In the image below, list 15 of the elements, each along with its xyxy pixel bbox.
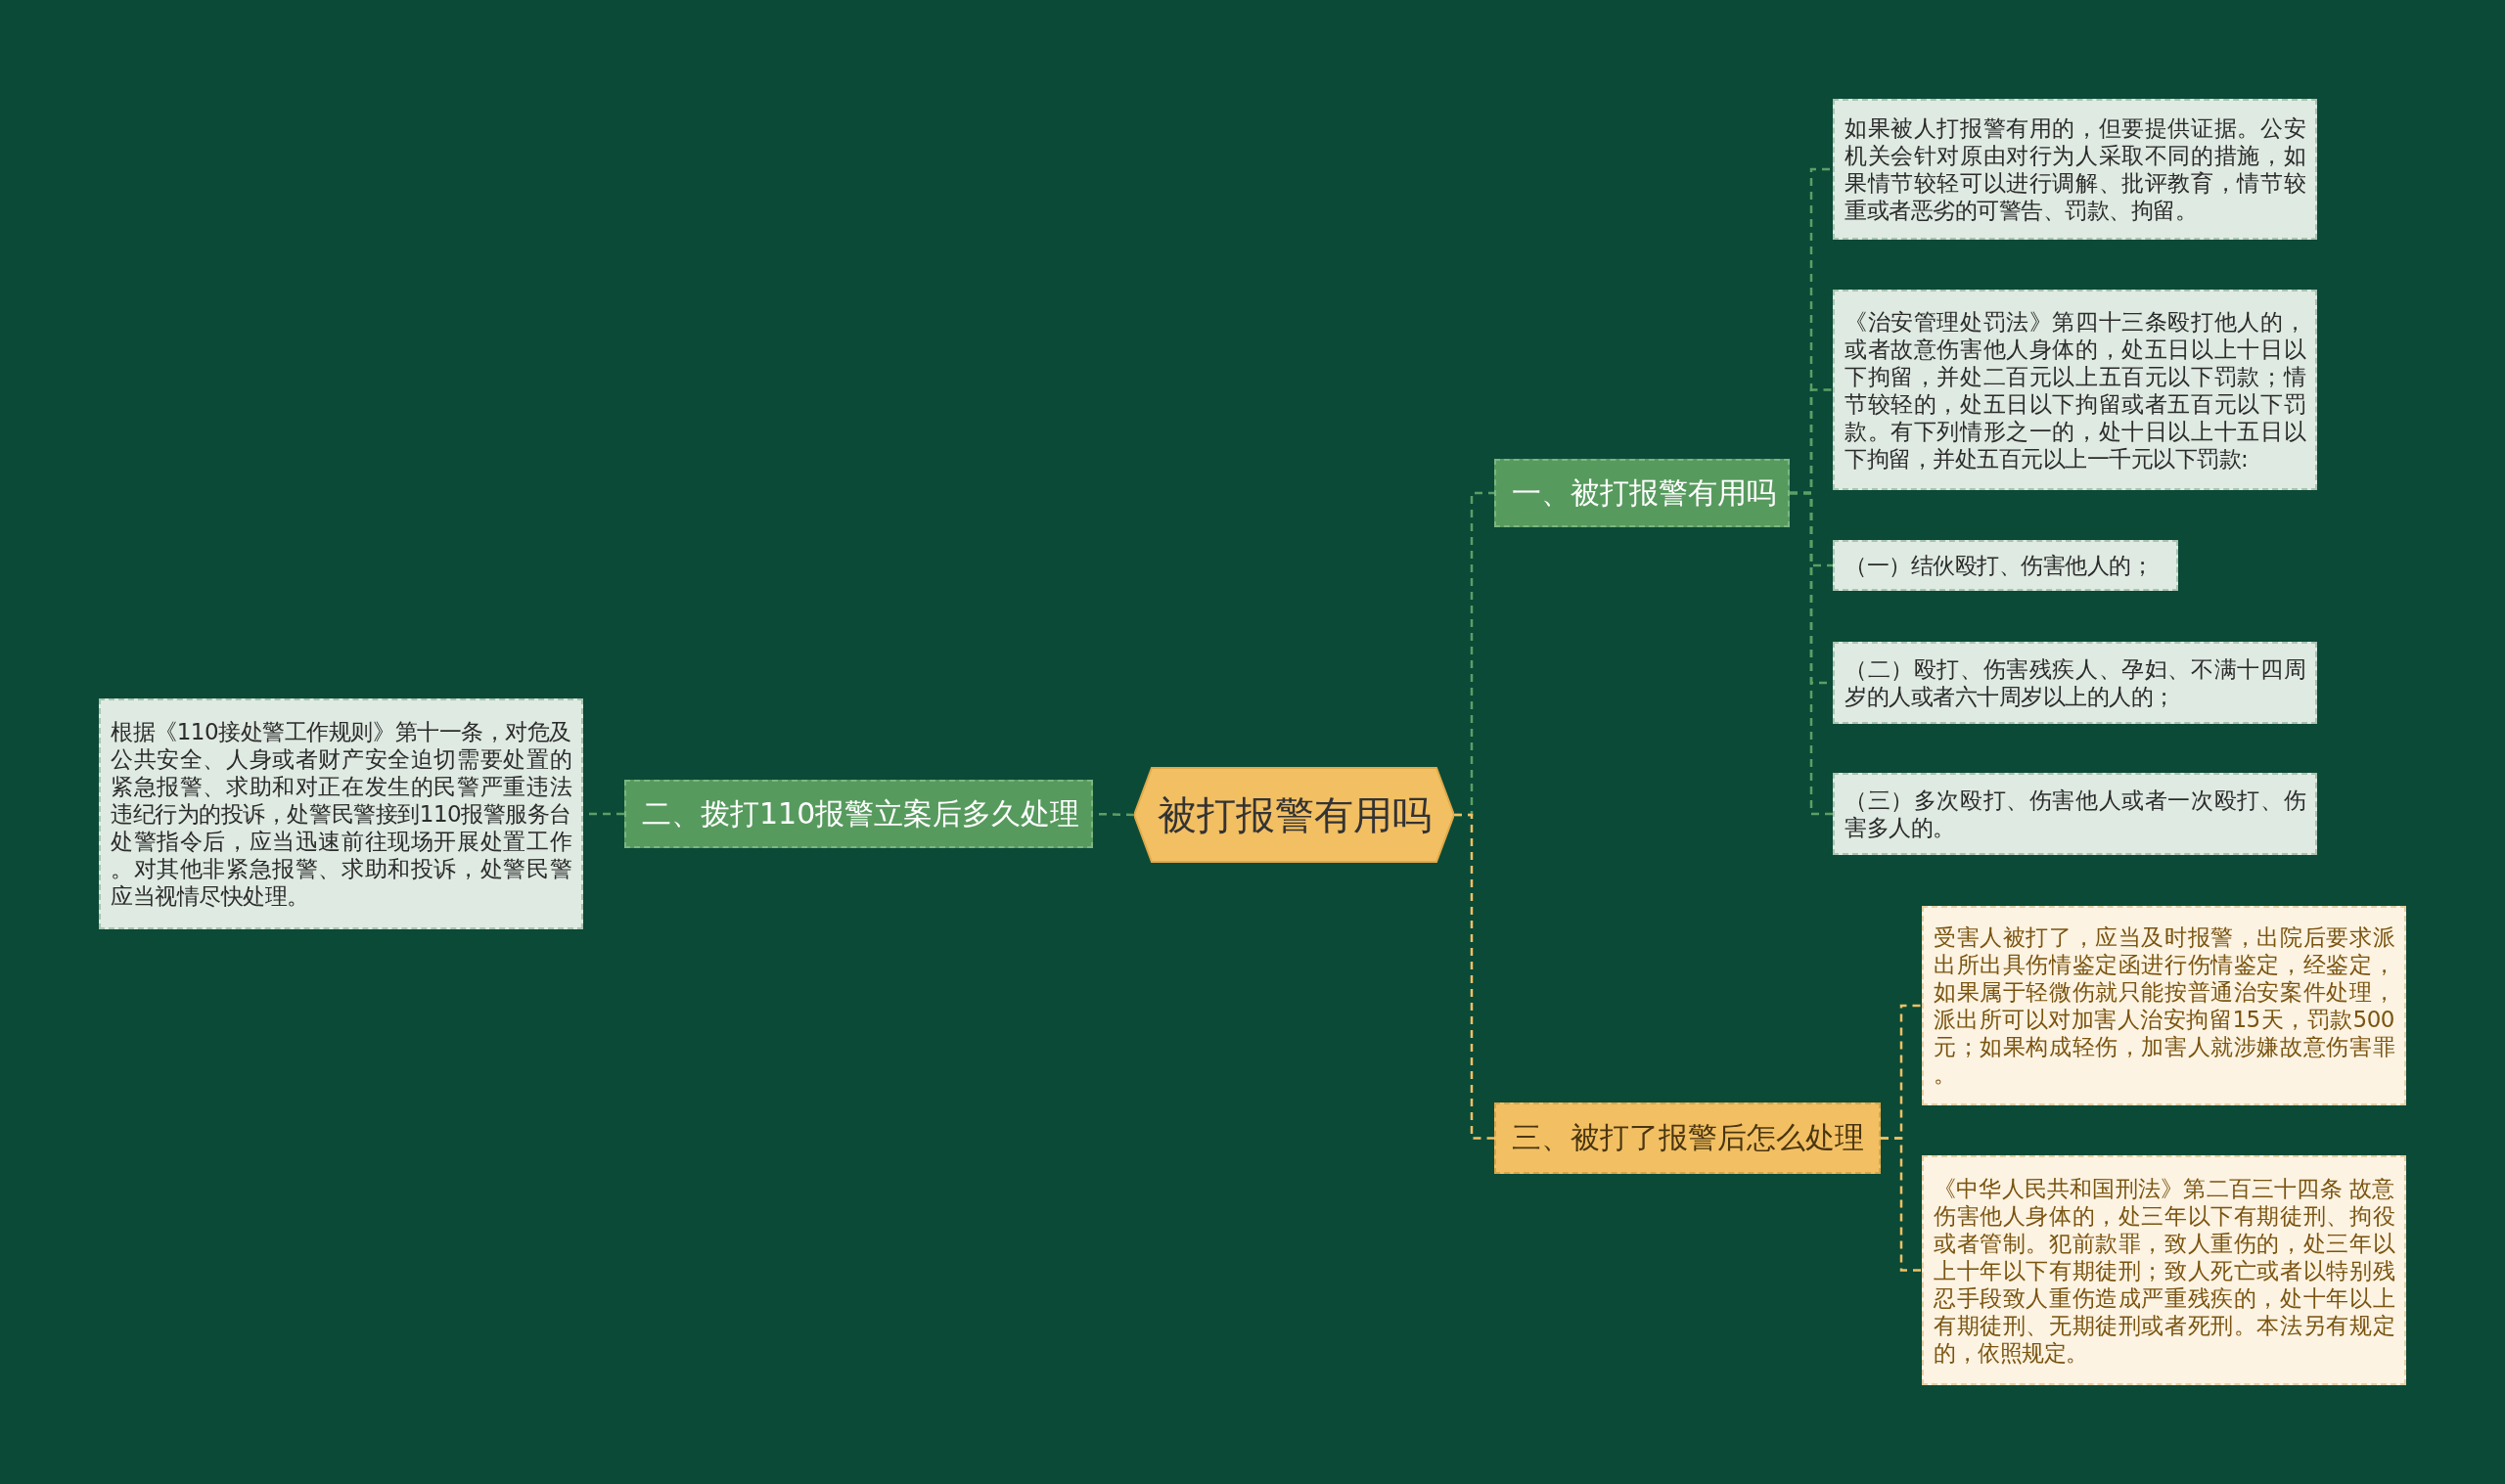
topic-box: 二、拨打110报警立案后多久处理: [624, 780, 1093, 848]
text-card: 《中华人民共和国刑法》第二百三十四条 故意伤害他人身体的，处三年以下有期徒刑、拘役或者管制。犯前款罪，致人重伤的，处三年以上十年以下有期徒刑；致人死亡或者以特别残忍手段致人重伤造成严重残疾的，处十年以上有期徒刑、无期徒刑或者死刑。本法另有规定的，依照规定。: [1922, 1155, 2406, 1385]
text-card: （二）殴打、伤害残疾人、孕妇、不满十四周岁的人或者六十周岁以上的人的；: [1833, 642, 2317, 724]
text-card: 《治安管理处罚法》第四十三条殴打他人的，或者故意伤害他人身体的，处五日以上十日以下拘留，并处二百元以上五百元以下罚款；情节较轻的，处五日以下拘留或者五百元以下罚款。有下列情形之一的，处十日以上十五日以下拘留，并处五百元以上一千元以下罚款:: [1833, 290, 2317, 490]
topic-box: 一、被打报警有用吗: [1494, 459, 1790, 527]
text-card: 如果被人打报警有用的，但要提供证据。公安机关会针对原由对行为人采取不同的措施，如果情节较轻可以进行调解、批评教育，情节较重或者恶劣的可警告、罚款、拘留。: [1833, 99, 2317, 240]
connector-line: [1790, 491, 1833, 816]
connector-line: [1881, 1137, 1922, 1272]
text-card: 根据《110接处警工作规则》第十一条，对危及公共安全、人身或者财产安全迫切需要处置的紧急报警、求助和对正在发生的民警严重违法违纪行为的投诉，处警民警接到110报警服务台处警指令后，应当迅速前往现场开展处置工作。对其他非紧急报警、求助和投诉，处警民警应当视情尽快处理。: [99, 698, 583, 929]
topic-box: 三、被打了报警后怎么处理: [1494, 1102, 1881, 1174]
text-card: （一）结伙殴打、伤害他人的；: [1833, 540, 2178, 591]
root-topic-hexagon: 被打报警有用吗: [1134, 767, 1454, 863]
text-card: 受害人被打了，应当及时报警，出院后要求派出所出具伤情鉴定函进行伤情鉴定，经鉴定，如果属于轻微伤就只能按普通治安案件处理，派出所可以对加害人治安拘留15天，罚款500元；如果构成轻伤，加害人就涉嫌故意伤害罪。: [1922, 906, 2406, 1105]
text-card: （三）多次殴打、伤害他人或者一次殴打、伤害多人的。: [1833, 773, 2317, 855]
connector-line: [1454, 813, 1494, 1140]
